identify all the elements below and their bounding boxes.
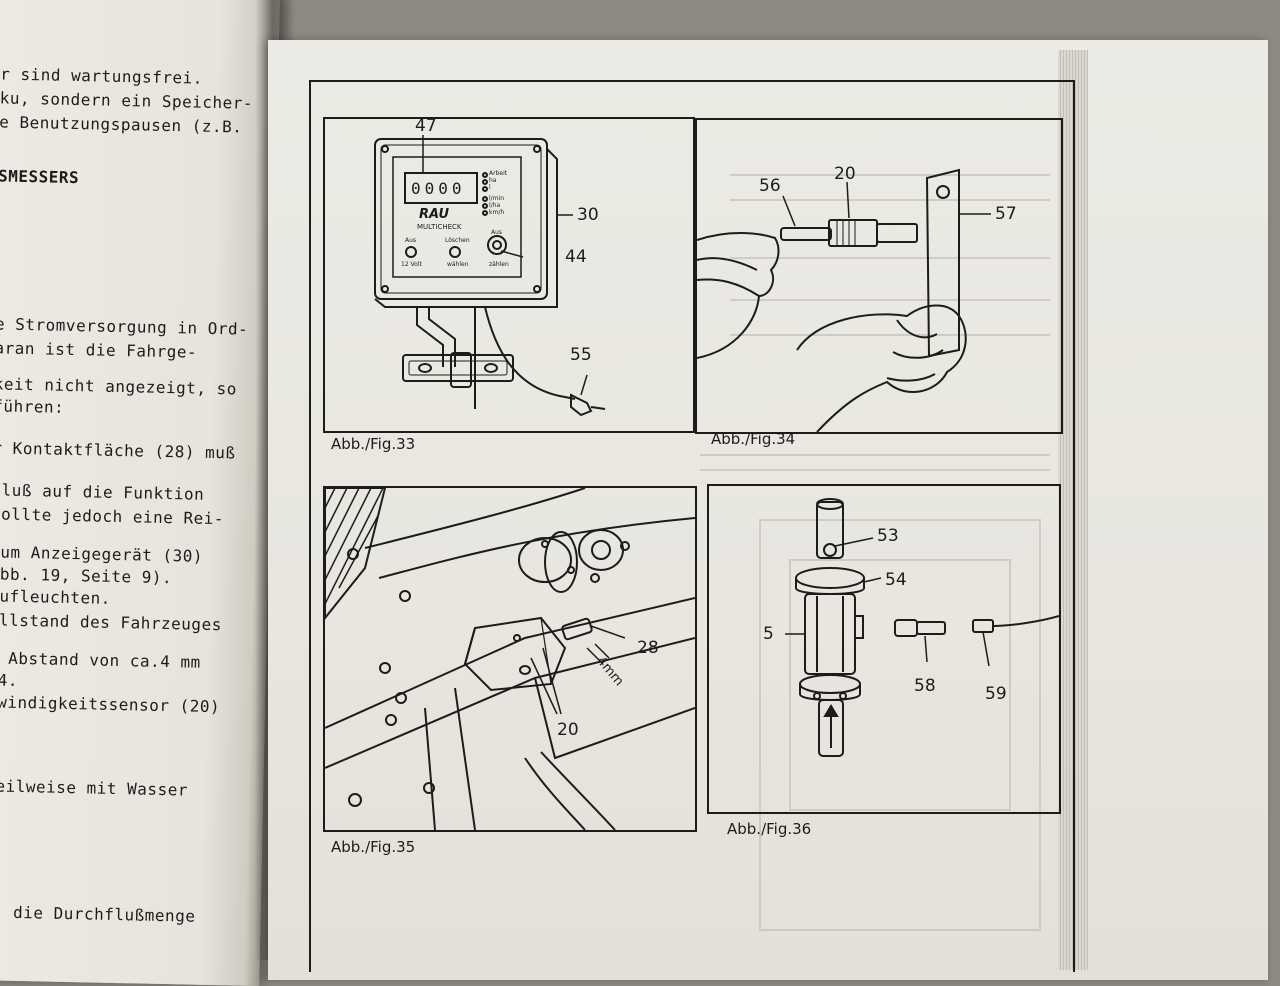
text-line: teilweise mit Wasser	[0, 776, 189, 800]
label-57: 57	[995, 204, 1017, 224]
text-line: e Benutzungspausen (z.B.	[0, 112, 243, 137]
text-line: aran ist die Fahrge-	[0, 338, 198, 362]
unit-label: ha	[489, 177, 497, 184]
text-line: ku, sondern ein Speicher-	[0, 88, 254, 113]
label-55: 55	[570, 345, 592, 365]
label-59: 59	[985, 684, 1007, 704]
unit-label: Arbeit	[489, 170, 508, 177]
text-line: zum Anzeigegerät (30)	[0, 542, 204, 566]
unit-label: km/h	[489, 209, 505, 216]
text-line: hwindigkeitssensor (20)	[0, 692, 221, 717]
text-line: r sind wartungsfrei.	[0, 64, 204, 88]
unit-label: l/min	[489, 195, 505, 202]
switch-label-right-bottom: zählen	[489, 261, 509, 268]
label-28: 28	[637, 638, 659, 658]
unit-label: l	[489, 184, 491, 191]
text-line: führen:	[0, 396, 65, 417]
text-line: sollte jedoch eine Rei-	[0, 504, 225, 529]
figure-frame	[309, 80, 1075, 972]
flow-sensor-drawing	[785, 498, 1059, 757]
label-53: 53	[877, 526, 899, 546]
text-line: fluß auf die Funktion	[0, 480, 205, 504]
figure-34-panel: 20 56 57	[695, 118, 1063, 434]
figure-33-caption: Abb./Fig.33	[331, 435, 416, 453]
switch-label-center-bottom: wählen	[447, 261, 469, 268]
text-line: e Stromversorgung in Ord-	[0, 314, 249, 339]
figure-33-panel: 47 30 44 55 0000 RAU MULTICHECK Arbeit h…	[323, 116, 695, 433]
switch-label-left: Aus	[405, 237, 417, 244]
label-44: 44	[565, 247, 587, 267]
label-20: 20	[834, 164, 856, 184]
switch-label-right: Aus	[491, 229, 503, 236]
brand-logo: RAU	[419, 207, 450, 222]
model-name: MULTICHECK	[417, 223, 462, 231]
figure-36-panel: 53 54 5 58 59	[707, 484, 1061, 814]
unit-label: l/ha	[489, 202, 501, 209]
label-5: 5	[763, 624, 774, 644]
text-line: 7) die Durchflußmenge	[0, 902, 196, 926]
label-58: 58	[914, 676, 936, 696]
text-line: m Abstand von ca.4 mm	[0, 648, 201, 672]
label-56: 56	[759, 176, 781, 196]
text-line: 34.	[0, 670, 19, 690]
text-line: Abb. 19, Seite 9).	[0, 564, 173, 588]
text-line: r Kontaktfläche (28) muß	[0, 438, 236, 463]
display-digits: 0000	[411, 179, 466, 198]
figure-34-caption: Abb./Fig.34	[711, 430, 796, 448]
figure-35-panel: 28 20 4mm	[323, 486, 697, 832]
section-heading: SMESSERS	[0, 166, 80, 188]
left-page: r sind wartungsfrei. ku, sondern ein Spe…	[0, 0, 280, 986]
label-47: 47	[415, 116, 437, 136]
figure-36-caption: Abb./Fig.36	[727, 820, 812, 838]
text-line: aufleuchten.	[0, 586, 112, 608]
label-20: 20	[557, 720, 579, 740]
switch-label-center-top: Löschen	[445, 237, 470, 244]
sensor-adjust-drawing	[697, 168, 991, 432]
label-30: 30	[577, 205, 599, 225]
label-54: 54	[885, 570, 907, 590]
voltage-label: 12 Volt	[401, 261, 422, 268]
frame-sensor-drawing	[325, 488, 695, 830]
text-line: keit nicht angezeigt, so	[0, 374, 238, 399]
text-line: illstand des Fahrzeuges	[0, 610, 223, 635]
figure-35-caption: Abb./Fig.35	[331, 838, 416, 856]
multicheck-drawing	[374, 135, 606, 417]
